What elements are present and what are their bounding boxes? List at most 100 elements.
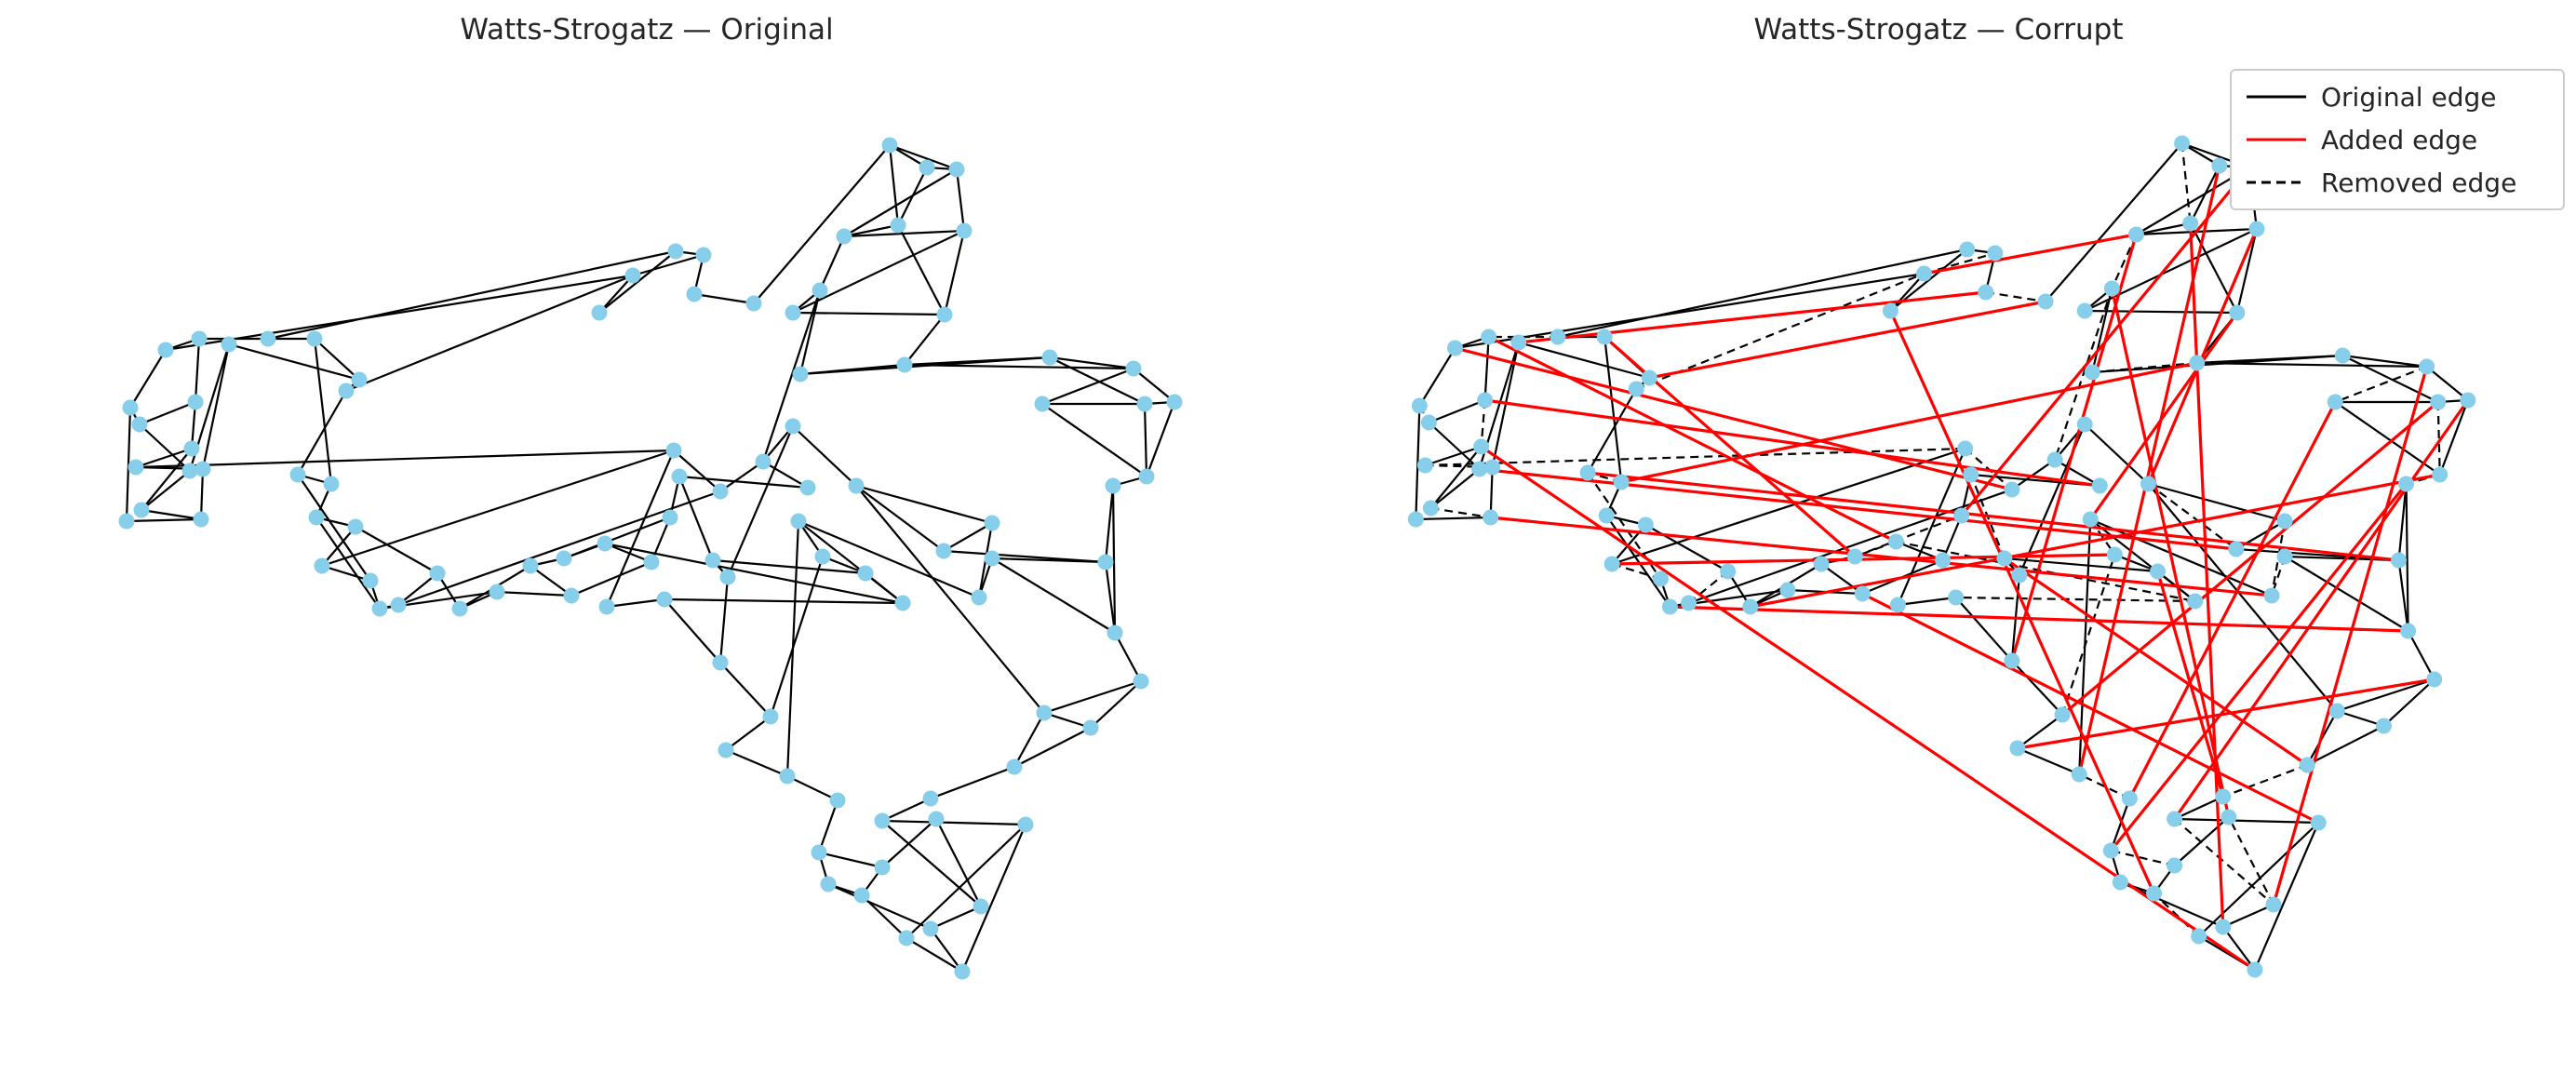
graph-node <box>984 515 1000 531</box>
graph-node <box>785 304 801 321</box>
original-edge <box>2336 678 2435 713</box>
graph-node <box>118 513 135 530</box>
original-edge <box>2147 483 2339 712</box>
original-edge <box>1587 388 1638 474</box>
original-edge <box>725 716 771 751</box>
original-edge <box>786 775 839 801</box>
original-edge <box>598 275 634 314</box>
original-edge <box>2221 926 2256 971</box>
graph-node <box>656 591 673 608</box>
graph-node <box>857 565 874 582</box>
graph-node <box>390 597 407 613</box>
original-edge <box>2085 309 2237 315</box>
graph-node <box>362 572 379 589</box>
graph-node <box>2004 481 2020 498</box>
original-edge <box>2136 221 2191 236</box>
removed-edge <box>1687 570 1729 604</box>
graph-node <box>1579 464 1596 481</box>
added-edge <box>2017 678 2435 750</box>
graph-node <box>755 453 771 470</box>
graph-node <box>1041 349 1058 366</box>
graph-node <box>1935 552 1952 569</box>
original-edge <box>2235 228 2259 314</box>
graph-node <box>1882 302 1898 319</box>
original-edge <box>2110 798 2131 852</box>
removed-edge <box>1985 290 2046 303</box>
graph-node <box>191 330 208 347</box>
removed-edge <box>1635 272 1925 391</box>
original-edge <box>2174 796 2224 820</box>
graph-node <box>1742 598 1759 615</box>
corrupt-graph <box>1407 135 2476 978</box>
original-edge <box>2425 366 2469 401</box>
graph-node <box>1916 265 1933 282</box>
graph-node <box>1447 340 1464 356</box>
original-edge <box>753 144 891 304</box>
graph-node <box>1484 459 1501 476</box>
graph-node <box>662 509 678 526</box>
graph-node <box>2091 477 2108 494</box>
graph-node <box>1136 396 1153 412</box>
graph-node <box>2004 652 2020 669</box>
graph-node <box>1957 440 1974 457</box>
original-edge <box>1489 466 1494 518</box>
graph-node <box>1473 438 1490 455</box>
graph-node <box>799 479 816 496</box>
graph-node <box>779 768 796 785</box>
legend-label-original: Original edge <box>2321 81 2497 113</box>
graph-node <box>1036 705 1053 721</box>
graph-node <box>898 930 915 946</box>
graph-node <box>597 535 613 552</box>
graph-node <box>719 569 736 585</box>
original-edge <box>1954 597 2013 662</box>
original-edge <box>719 461 764 492</box>
removed-edge <box>2173 818 2274 906</box>
original-edge <box>881 819 1026 826</box>
original-edge <box>570 560 652 597</box>
solid-red-line-icon <box>2247 138 2306 141</box>
original-edge <box>2011 660 2063 716</box>
graph-node <box>1720 563 1737 580</box>
graph-node <box>984 550 1000 567</box>
original-edge <box>762 461 809 489</box>
added-edge <box>1670 605 2408 633</box>
original-edge <box>315 517 381 610</box>
original-edge <box>2084 228 2258 312</box>
graph-node <box>314 557 330 574</box>
added-edge <box>1960 166 2251 517</box>
graph-node <box>2334 347 2351 364</box>
graph-node <box>2215 788 2232 805</box>
graph-node <box>667 243 684 260</box>
graph-node <box>1978 284 1994 301</box>
graph-node <box>2174 135 2191 152</box>
graph-node <box>718 742 734 758</box>
original-edge <box>2091 288 2113 373</box>
original-edge <box>141 508 202 521</box>
original-edge <box>1820 563 1863 595</box>
graph-node <box>2247 961 2263 978</box>
original-edge <box>2084 423 2150 485</box>
original-edge <box>1013 712 1045 768</box>
graph-node <box>429 565 446 582</box>
legend-item-added: Added edge <box>2247 121 2477 158</box>
original-edge <box>1104 561 1117 634</box>
original-edge <box>2405 483 2409 632</box>
graph-node <box>1420 414 1437 431</box>
original-edge <box>761 289 822 463</box>
original-edge <box>1049 356 1146 405</box>
graph-node <box>2076 302 2093 319</box>
original-edge <box>1941 515 1963 561</box>
original-edge <box>267 249 677 341</box>
graph-node <box>1125 360 1142 377</box>
original-edge <box>1114 632 1142 682</box>
original-edge <box>355 526 438 574</box>
original-edge <box>1041 403 1147 477</box>
original-edge <box>785 520 800 777</box>
graph-node <box>2432 466 2449 483</box>
added-edge <box>2061 400 2439 717</box>
original-edge <box>321 449 675 568</box>
graph-node <box>1813 556 1830 572</box>
removed-edge <box>2054 288 2113 461</box>
original-edge <box>798 519 980 599</box>
graph-node <box>1846 548 1863 565</box>
